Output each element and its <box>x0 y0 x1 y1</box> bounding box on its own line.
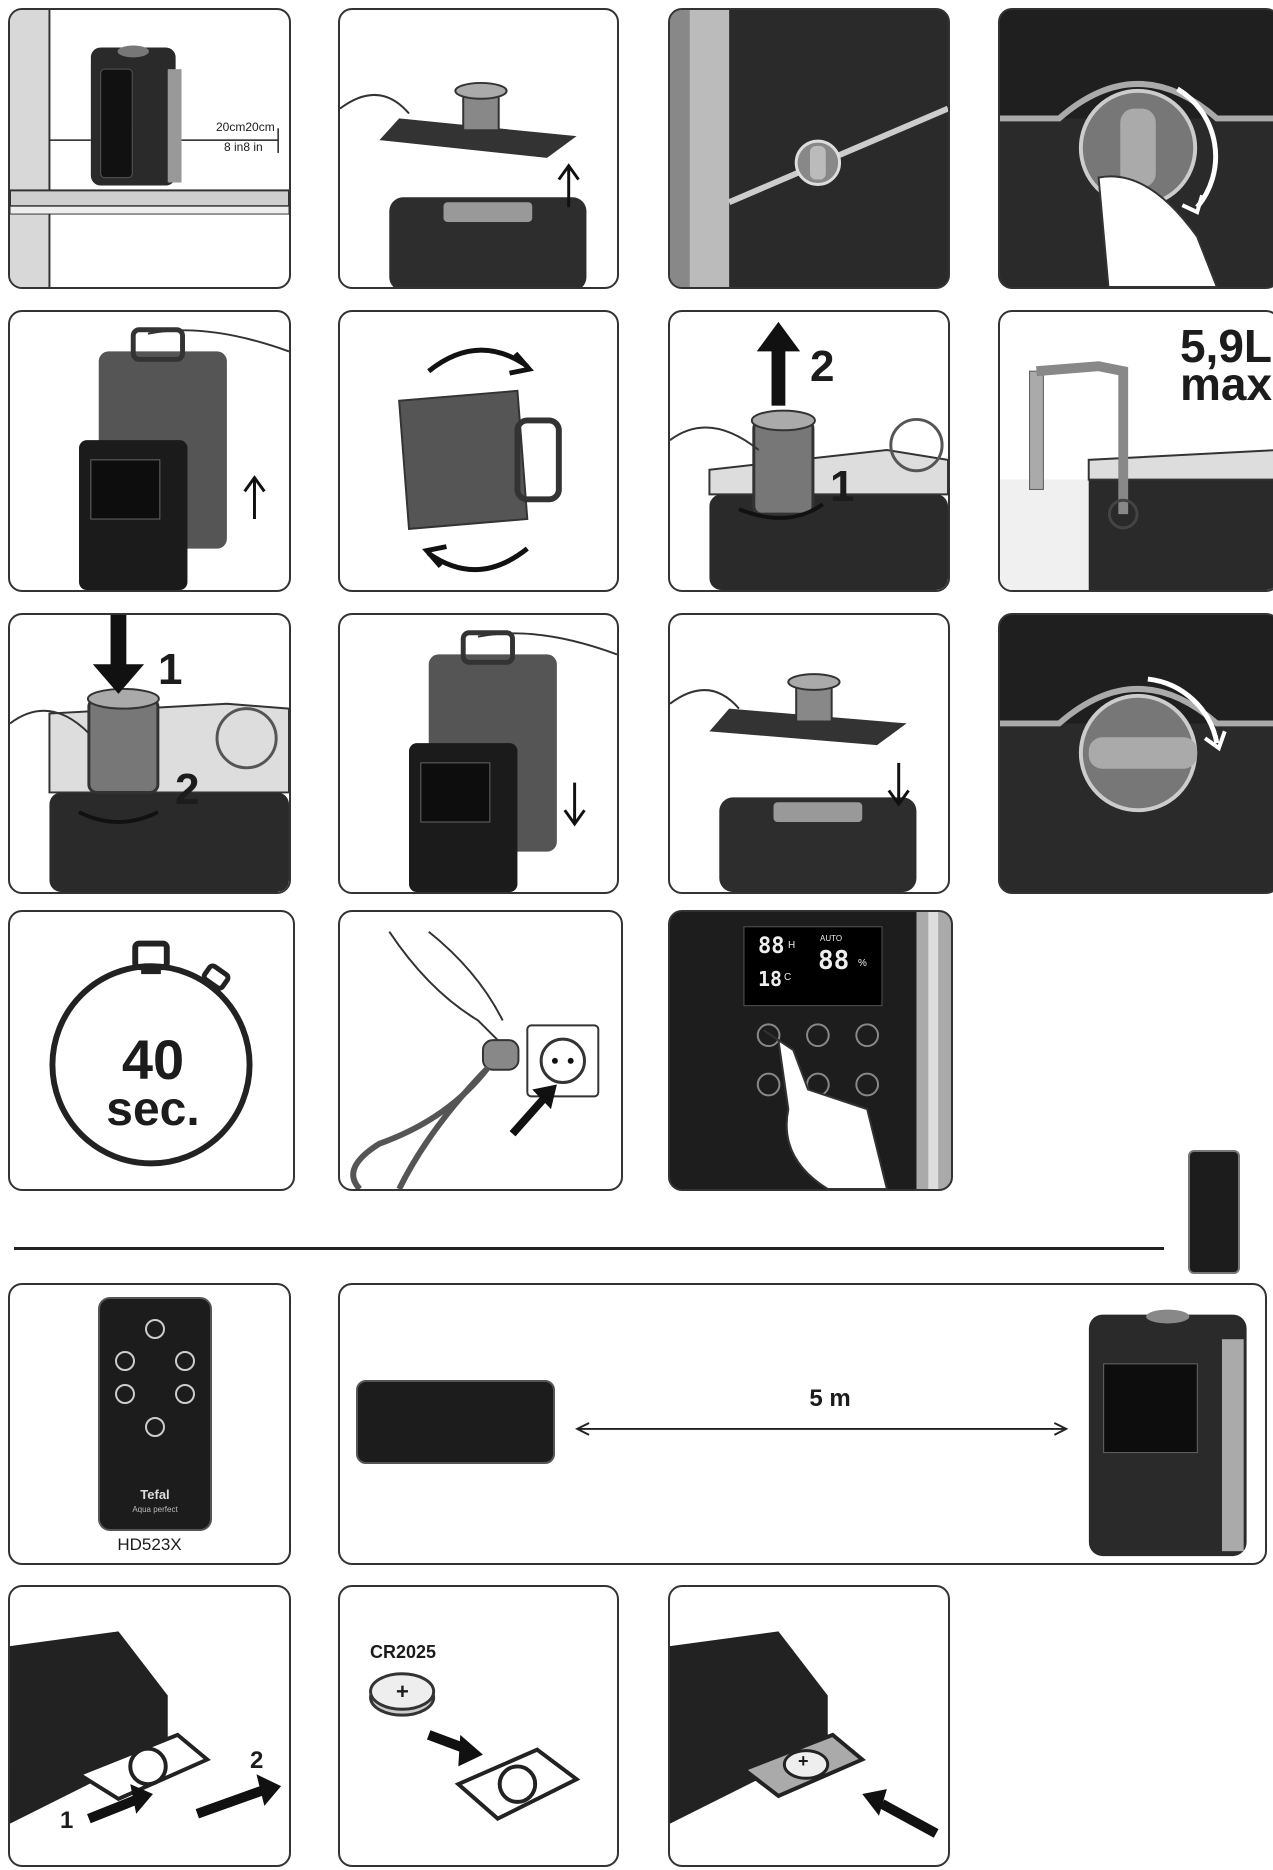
timer-unit: sec. <box>106 1083 200 1136</box>
panel-lift-tank <box>8 310 291 592</box>
panel-reinsert-tray: + <box>668 1585 950 1867</box>
panel-turn-knob <box>998 8 1273 289</box>
panel-lower-tank <box>338 613 619 894</box>
remote-model-label: HD523X <box>117 1535 182 1554</box>
display-auto-label: AUTO <box>820 934 843 943</box>
timer-value: 40 <box>121 1028 185 1091</box>
control-panel-illustration <box>743 912 951 1189</box>
remote-warm-icon <box>115 1351 135 1371</box>
remote-brand: Tefal <box>140 1487 170 1502</box>
display-pct-unit: % <box>858 958 867 969</box>
small-remote-icon <box>1188 1150 1240 1274</box>
tray-plus-symbol: + <box>798 1751 809 1771</box>
remote-humidity-icon <box>115 1384 135 1404</box>
remote-timer-icon <box>145 1417 165 1437</box>
rotate-tank-illustration <box>398 347 562 573</box>
clearance-cm-label: 20cm20cm <box>216 120 275 134</box>
panel-lock-knob <box>998 613 1273 894</box>
panel-lift-cover <box>338 8 619 289</box>
panel-screw-cap: 1 2 <box>8 613 291 894</box>
tray-step-1: 1 <box>60 1807 74 1834</box>
timer-icon <box>855 1072 880 1097</box>
tray-step-2: 2 <box>250 1747 264 1774</box>
panel-rotate-tank <box>338 310 619 592</box>
remote-series: Aqua perfect <box>132 1505 178 1514</box>
capacity-value: 5,9L <box>1179 320 1273 372</box>
clearance-in-label: 8 in8 in <box>224 140 263 154</box>
power-icon <box>756 1023 781 1048</box>
display-h-unit: H <box>788 940 796 951</box>
panel-placement-clearance: 20cm20cm 8 in8 in <box>8 8 291 289</box>
battery-coin-illustration <box>369 1672 581 1822</box>
range-distance: 5 m <box>809 1385 851 1412</box>
plug-in-illustration <box>350 930 600 1189</box>
panel-control-display: 88 H 18 C AUTO 88 % <box>668 910 953 1191</box>
screw-cap-illustration <box>10 615 289 892</box>
remote-body: Tefal Aqua perfect <box>98 1297 212 1531</box>
display-top-value: 88 <box>758 934 785 959</box>
remove-tray-illustration <box>10 1631 282 1824</box>
battery-plus-symbol: + <box>396 1679 409 1704</box>
lift-cover-illustration <box>340 81 587 287</box>
display-bottom-value: 18 <box>758 967 783 991</box>
lift-tank-illustration <box>79 327 289 590</box>
panel-timer: 40 sec. <box>8 910 295 1191</box>
humidity-icon <box>756 1072 781 1097</box>
panel-plug-in <box>338 910 623 1191</box>
step-press-number: 1 <box>158 645 183 694</box>
step-screw-number: 2 <box>175 765 200 814</box>
battery-type-label: CR2025 <box>370 1642 437 1662</box>
range-arrow <box>575 1309 1247 1557</box>
reinsert-tray-illustration <box>670 1631 939 1838</box>
lock-knob-illustration <box>1000 615 1273 813</box>
remote-side-view <box>356 1380 555 1464</box>
night-mode-icon <box>806 1023 830 1048</box>
panel-remote-control: Tefal Aqua perfect HD523X <box>8 1283 291 1565</box>
fill-tank-illustration <box>1000 361 1273 590</box>
placement-illustration <box>10 10 289 287</box>
unscrew-cap-illustration <box>670 321 948 590</box>
knob-closeup-illustration <box>670 10 948 287</box>
warm-mist-icon <box>855 1023 880 1048</box>
panel-knob-closeup <box>668 8 950 289</box>
remote-night-icon <box>175 1351 195 1371</box>
turn-knob-illustration <box>1000 10 1273 287</box>
panel-unscrew-cap: 2 1 <box>668 310 950 592</box>
step-turn-number: 1 <box>830 462 855 511</box>
panel-fill-tank: 5,9L max <box>998 310 1273 592</box>
step-lift-number: 2 <box>810 342 835 391</box>
panel-remove-battery-tray: 1 2 <box>8 1585 291 1867</box>
capacity-unit: max <box>1179 358 1273 410</box>
panel-insert-battery: CR2025 + <box>338 1585 619 1867</box>
stopwatch-icon <box>49 940 253 1167</box>
display-right-value: 88 <box>818 946 850 976</box>
display-c-unit: C <box>784 972 792 983</box>
place-cover-illustration <box>670 673 917 892</box>
section-divider <box>14 1247 1164 1250</box>
panel-place-cover <box>668 613 950 894</box>
remote-power-icon <box>145 1319 165 1339</box>
remote-mist-icon <box>175 1384 195 1404</box>
lower-tank-illustration <box>409 630 617 892</box>
panel-remote-range: 5 m <box>338 1283 1267 1565</box>
